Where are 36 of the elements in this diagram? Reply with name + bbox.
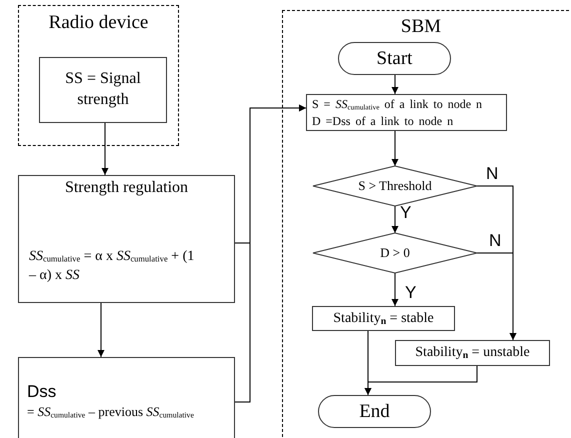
edge-label: N bbox=[486, 165, 498, 182]
box-title: Strength regulation bbox=[64, 179, 190, 197]
formula: = SS$_{cumulative}$ – previous SS$_{cumulative}$ bbox=[27, 404, 195, 420]
process-box bbox=[18, 175, 235, 303]
node-label: Stability$_{n}$ = stable bbox=[333, 310, 434, 326]
process-box bbox=[312, 306, 455, 331]
node-label: SS = Signal strength bbox=[64, 69, 142, 110]
arrow bbox=[98, 302, 104, 358]
arrow bbox=[102, 122, 108, 176]
arrow bbox=[234, 104, 306, 402]
arrow bbox=[364, 366, 478, 396]
group-title: Radio device bbox=[48, 12, 148, 34]
arrow bbox=[392, 130, 398, 166]
node-label: End bbox=[359, 400, 390, 422]
arrow bbox=[392, 206, 398, 234]
formula: SS$_{cumulative}$ = α x SS$_{cumulative}$ + (1 – α) x SS bbox=[29, 248, 196, 286]
arrow bbox=[476, 252, 516, 340]
edge-label: N bbox=[489, 232, 502, 249]
node-label: Stability$_{n}$ = unstable bbox=[415, 345, 530, 361]
process-box bbox=[306, 94, 507, 131]
process-box bbox=[18, 357, 235, 438]
arrow bbox=[392, 272, 398, 306]
process-box bbox=[39, 57, 167, 123]
arrow bbox=[392, 74, 398, 94]
group-title: SBM bbox=[400, 16, 442, 38]
dashed-group-frame bbox=[282, 10, 571, 438]
process-box bbox=[395, 340, 550, 366]
box-title: Dss bbox=[27, 382, 58, 402]
edge-label: Y bbox=[400, 204, 412, 221]
node-label: D =Dss of a link to node n bbox=[312, 112, 454, 130]
node-label: Start bbox=[376, 48, 412, 70]
edge-label: Y bbox=[405, 284, 416, 301]
node-label: S > Threshold bbox=[358, 178, 432, 194]
node-label: D > 0 bbox=[380, 245, 410, 261]
dashed-group-frame bbox=[18, 5, 179, 146]
node-label: S = SS$_{cumulative}$ of a link to node n bbox=[312, 96, 484, 113]
